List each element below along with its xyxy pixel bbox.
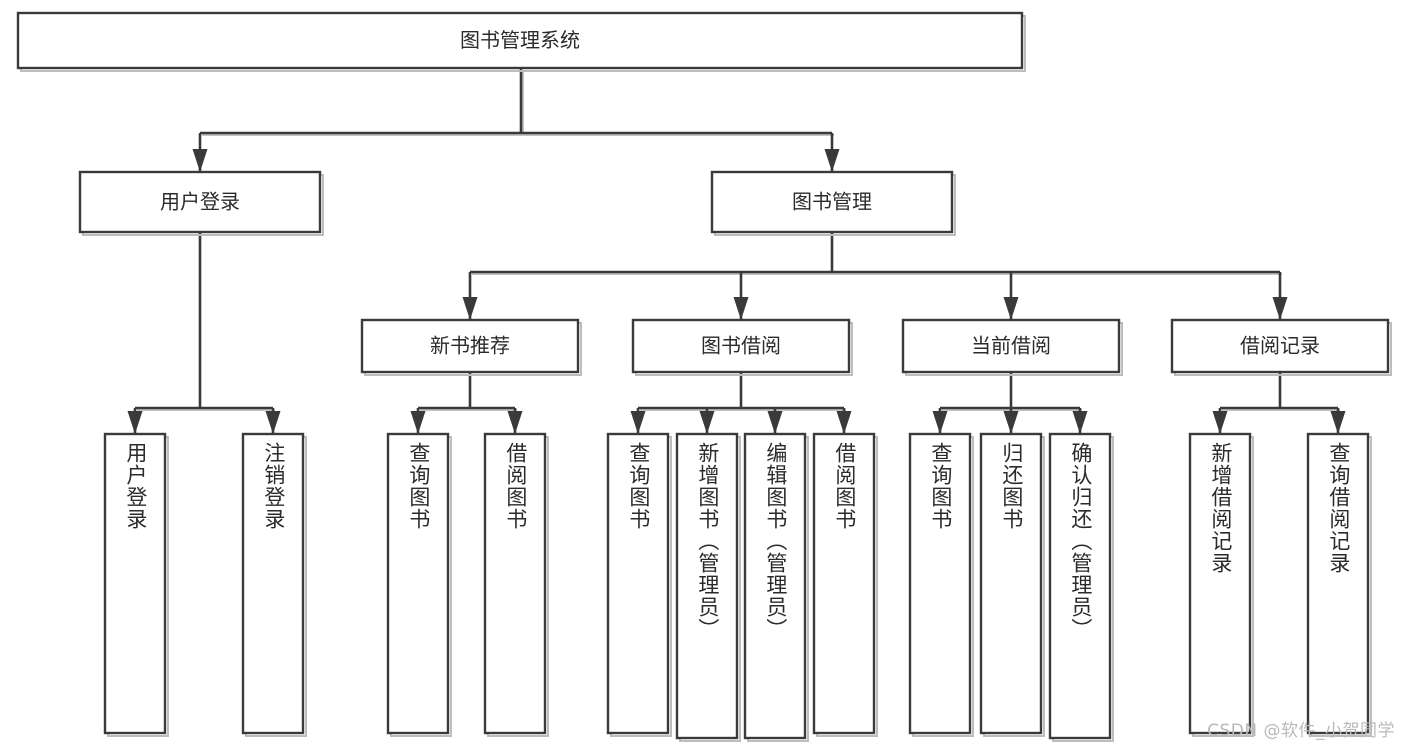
arrow-head-icon xyxy=(1330,411,1346,434)
node-box-layer xyxy=(16,11,1392,742)
node-level2-0[interactable] xyxy=(78,170,322,234)
node-leaf-2[interactable] xyxy=(386,432,450,735)
node-level2-label-1: 图书管理 xyxy=(792,190,872,214)
arrow-head-icon xyxy=(699,411,715,434)
arrow-head-icon xyxy=(767,411,783,434)
node-level3-label-3: 借阅记录 xyxy=(1240,334,1320,358)
arrow-head-icon xyxy=(824,149,840,172)
node-leaf-12[interactable] xyxy=(1306,432,1370,735)
node-leaf-9[interactable] xyxy=(979,432,1043,735)
node-level3-label-2: 当前借阅 xyxy=(971,334,1051,358)
arrow-head-icon xyxy=(462,297,478,320)
arrow-head-icon xyxy=(265,411,281,434)
arrow-head-icon xyxy=(630,411,646,434)
node-leaf-5[interactable] xyxy=(675,432,739,740)
arrow-head-icon xyxy=(1272,297,1288,320)
arrow-head-icon xyxy=(1212,411,1228,434)
node-leaf-11[interactable] xyxy=(1188,432,1252,735)
node-root-label: 图书管理系统 xyxy=(460,28,580,52)
node-leaf-7[interactable] xyxy=(812,432,876,735)
arrow-head-icon xyxy=(1003,411,1019,434)
node-leaf-4[interactable] xyxy=(606,432,670,735)
arrow-head-icon xyxy=(733,297,749,320)
arrow-head-icon xyxy=(836,411,852,434)
arrow-head-icon xyxy=(1072,411,1088,434)
node-level3-label-0: 新书推荐 xyxy=(430,334,510,358)
node-leaf-0[interactable] xyxy=(103,432,167,735)
node-level3-0[interactable] xyxy=(360,318,580,374)
node-level3-2[interactable] xyxy=(901,318,1121,374)
node-level3-1[interactable] xyxy=(631,318,851,374)
node-leaf-1[interactable] xyxy=(241,432,305,735)
node-root[interactable] xyxy=(16,11,1024,70)
arrow-head-icon xyxy=(1003,297,1019,320)
arrow-head-icon xyxy=(192,149,208,172)
arrow-head-icon xyxy=(507,411,523,434)
arrow-head-icon xyxy=(410,411,426,434)
node-leaf-10[interactable] xyxy=(1048,432,1112,740)
node-leaf-3[interactable] xyxy=(483,432,547,735)
node-leaf-6[interactable] xyxy=(743,432,807,740)
arrow-head-icon xyxy=(932,411,948,434)
node-level2-1[interactable] xyxy=(710,170,954,234)
watermark-text: CSDN @软件_小贺同学 xyxy=(1207,721,1395,741)
node-leaf-8[interactable] xyxy=(908,432,972,735)
node-level3-label-1: 图书借阅 xyxy=(701,334,781,358)
node-level3-3[interactable] xyxy=(1170,318,1390,374)
arrow-head-icon xyxy=(127,411,143,434)
node-level2-label-0: 用户登录 xyxy=(160,190,240,214)
connector-layer xyxy=(127,68,1346,434)
